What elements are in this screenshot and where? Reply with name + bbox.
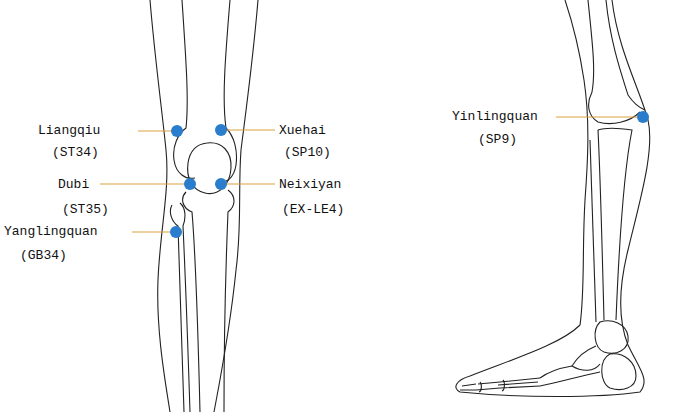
leg-outline [214,0,258,412]
leg-outline [150,0,170,412]
talus [595,321,628,353]
acupoint-dot [215,178,227,190]
leg-outline [456,0,650,397]
point-name: Dubi [58,177,89,193]
navicular [572,346,600,370]
point-name: Liangqiu [38,123,100,139]
tibia [224,190,234,412]
tibia [183,192,200,412]
fibula [590,140,596,322]
femur [606,0,645,110]
femur [218,0,237,182]
leader-line [100,183,185,184]
leader-line [556,116,638,117]
acupoint-dot [170,226,182,238]
leader-line [132,231,171,232]
point-code: (EX-LE4) [282,202,344,218]
leader-lines [100,117,638,232]
point-name: Xuehai [279,123,326,139]
acupoint-dot [637,111,649,123]
tibia [598,129,632,321]
point-code: (ST34) [52,145,99,161]
joint [479,380,504,392]
acupoint-dot [215,124,227,136]
point-name: Yinlingquan [452,109,538,125]
leader-line [226,129,275,130]
leader-line [138,130,172,131]
side-leg [456,0,650,397]
point-code: (SP9) [478,132,517,148]
fibula [170,205,184,412]
leader-line [226,183,275,184]
acupoints [170,111,649,238]
point-name: Neixiyan [279,177,341,193]
femur [588,0,640,124]
front-knee [150,0,258,412]
acupoint-dot [184,178,196,190]
calcaneus [602,354,636,390]
tibia [598,130,604,320]
cuneiform [540,366,600,386]
acupoint-dot [171,125,183,137]
point-code: (SP10) [284,145,331,161]
point-code: (GB34) [20,248,67,264]
phalanx [460,382,500,390]
point-name: Yanglingquan [4,224,98,240]
point-code: (ST35) [62,202,109,218]
